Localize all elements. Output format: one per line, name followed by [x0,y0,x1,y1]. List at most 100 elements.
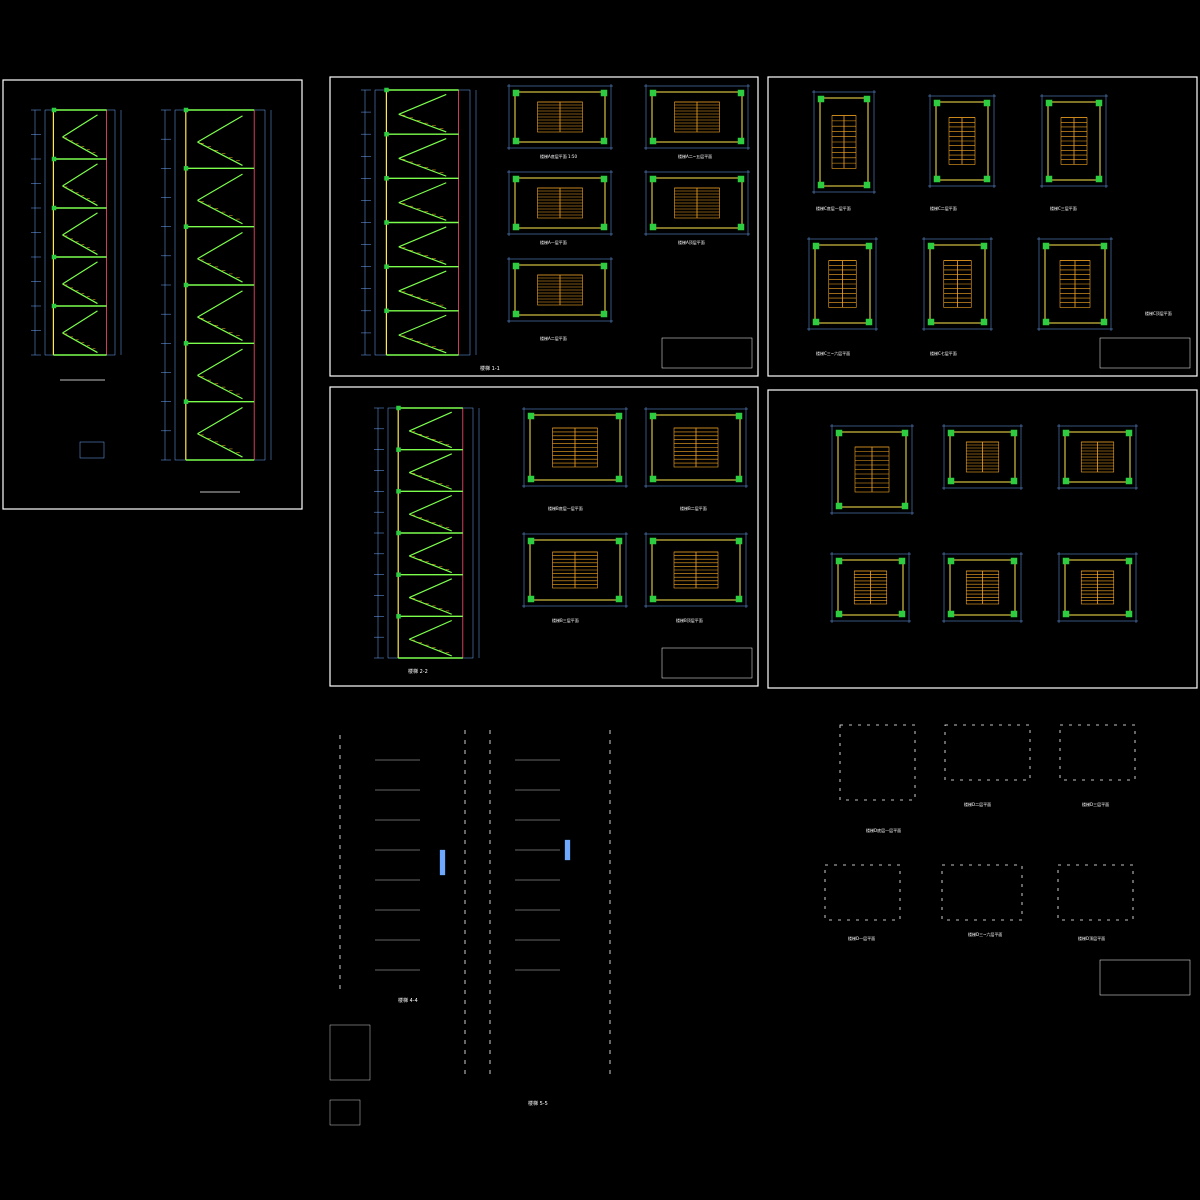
s3-plan-4-flight-box [828,260,857,308]
s5-plan-1-col-tl [835,429,843,437]
sheet-1-frame[interactable] [2,79,303,510]
s3-plan-5-col-br [980,318,988,326]
s4-section-flight-a [409,619,452,640]
s4-plan-3-flight-box [552,551,598,589]
sheet-7-plan-title-4: 楼梯D一层平面 [848,935,875,941]
s1-section-a-column [51,303,57,309]
title-labels: 楼梯 1-1 楼梯A底层平面 1:50 楼梯A二~五层平面 楼梯A一层平面 楼梯… [398,153,1172,1107]
s3-plan-5-walls [929,244,986,324]
s2-plan-3-flight-box [537,187,583,219]
s3-plan-6-col-tl [1042,242,1050,250]
s2-section-flight-a [398,270,447,292]
sheet-5-frame[interactable] [767,389,1198,689]
s2-section-column [384,176,389,181]
s5-plan-3-col-br [1125,477,1133,485]
s7-title-block [1099,959,1191,996]
s2-plan-4-col-br [737,223,745,231]
sheet-2-plan-title-4: 楼梯A顶层平面 [678,239,705,245]
s2-plan-1-walls [514,91,606,143]
s2-plan-2-col-bl [649,137,657,145]
s1-section-a-flight-b [62,185,98,207]
sheet-2-plan-title-1: 楼梯A底层平面 1:50 [540,153,577,159]
sheet-2-plan-title-2: 楼梯A二~五层平面 [678,153,712,159]
sheet-frames [2,76,1198,689]
s3-plan-3-col-br [1095,175,1103,183]
sheet-3-frame[interactable] [767,76,1198,377]
s4-plan-3-walls [529,539,621,601]
s1-section-b-flight-b [197,374,243,400]
s5-plan-5-flight-box [965,570,1000,605]
s4-plan-2-col-br [735,475,743,483]
s4-section-column [396,530,401,536]
s3-plan-4-walls [814,244,871,324]
s2-section-flight-a [398,226,447,248]
s5-plan-4-col-tl [835,557,843,565]
s4-plan-2-flight-box [673,427,719,468]
s4-plan-3-col-tl [527,537,535,545]
s2-plan-4-col-tr [737,175,745,183]
s3-plan-5-col-tl [927,242,935,250]
s4-section-flight-a [409,494,452,515]
s5-plan-1-col-bl [835,502,843,510]
s2-section-column [384,308,389,314]
s5-plan-6-walls [1064,559,1131,616]
s1-section-a-flight-a [62,212,98,236]
s5-plan-1-walls [837,431,907,508]
s2-section-flight-a [398,182,447,204]
s3-plan-1-col-bl [817,181,825,189]
s3-plan-4-col-br [865,318,873,326]
s6-marker-2 [564,839,571,861]
s4-plan-1-flight-box [552,427,598,468]
s2-plan-3-col-tr [600,175,608,183]
s3-plan-2-walls [935,101,989,181]
s4-plan-1-col-br [615,475,623,483]
sheet-2-section-title: 楼梯 1-1 [480,365,500,372]
s3-plan-2-flight-box [948,117,976,165]
s2-plan-4-flight-box [674,187,720,219]
sheet-4-frame[interactable] [329,386,759,687]
s3-plan-5-flight-box [943,260,972,308]
s1-section-b-column [183,399,189,404]
s2-section-flight-a [398,314,447,336]
s1-section-b-flight-b [197,258,243,283]
s2-plan-1-col-br [600,137,608,145]
s1-section-b-flight-a [197,231,243,260]
s3-plan-1-col-tr [863,95,871,103]
s3-plan-6-flight-box [1059,260,1091,308]
s5-plan-6-col-br [1125,610,1133,618]
s1-section-a-flight-a [62,114,98,138]
s1-section-a-flight-b [62,332,98,354]
s4-plan-4-col-br [735,595,743,603]
s5-plan-1-col-br [901,502,909,510]
s1-section-b-column [183,107,189,113]
s3-plan-6-col-bl [1042,318,1050,326]
s2-plan-4-walls [651,177,743,229]
s2-plan-2-col-br [737,137,745,145]
s5-plan-2-col-bl [947,477,955,485]
s2-section-column [384,131,389,137]
sheet-2-frame[interactable] [329,76,759,377]
s4-title-block [661,647,753,679]
sheet-6-section-title-2: 楼梯 5-5 [528,1100,548,1107]
s1-detail-box [79,441,105,459]
s5-plan-5-walls [949,559,1016,616]
s4-section-flight-a [409,578,452,599]
s2-plan-4-col-tl [649,175,657,183]
s3-plan-5-col-tr [980,242,988,250]
s2-plan-5-col-bl [512,310,520,318]
s1-section-a-flight-a [62,261,98,285]
s1-section-b-column [183,282,189,288]
s5-plan-4-walls [837,559,904,616]
s2-section-flight-a [398,93,447,115]
s3-plan-2-col-bl [933,175,941,183]
s4-plan-1-walls [529,414,621,481]
s1-section-b-column [183,166,189,171]
s2-plan-3-col-br [600,223,608,231]
s5-plan-6-col-tr [1125,557,1133,565]
s1-section-a-column [51,107,57,113]
s1-section-b-flight-a [197,406,243,435]
s5-plan-5-col-tr [1010,557,1018,565]
s6-marker-1 [439,849,446,876]
s3-plan-4-col-tl [812,242,820,250]
sheet-3-plan-title-3: 楼梯C三层平面 [1050,205,1077,211]
